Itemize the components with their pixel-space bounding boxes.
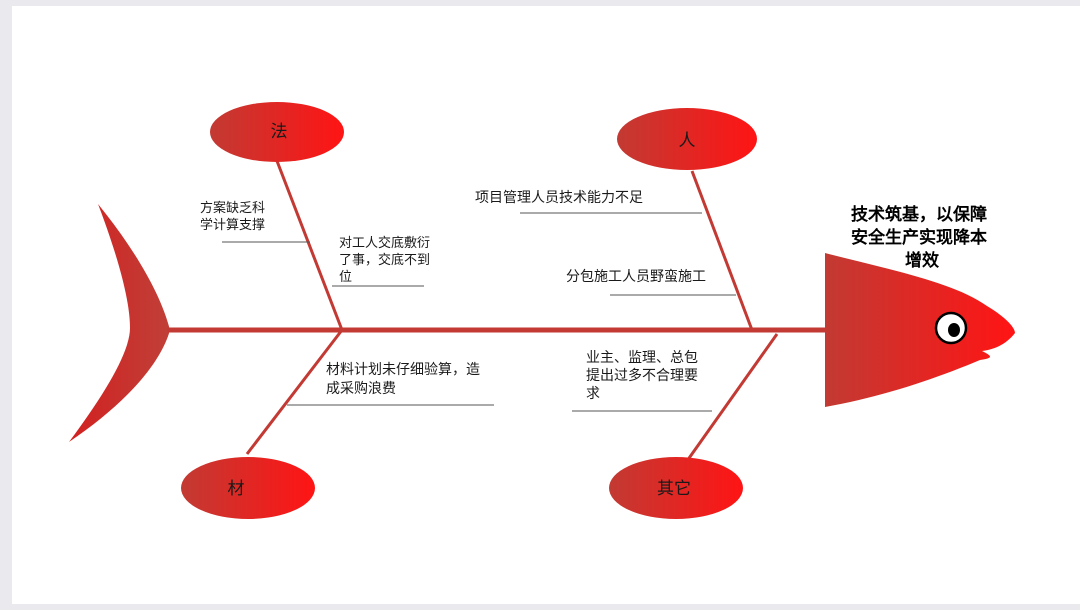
fishbone-diagram: 法 人 材 其它 方案缺乏科 学计算支撑 对工人交底敷衍 了事，交底不到 位 项… (69, 102, 1015, 519)
category-label-qita: 其它 (657, 479, 691, 499)
category-label-cai: 材 (228, 479, 245, 499)
category-ellipse-cai (181, 457, 315, 519)
bone-fa (275, 160, 344, 331)
fish-head (825, 253, 1015, 407)
cause-cai-1: 材料计划未仔细验算，造 成采购浪费 (326, 362, 484, 397)
cause-fa-2: 对工人交底敷衍 了事，交底不到 位 (339, 235, 434, 285)
bone-cai (245, 329, 344, 455)
fish-pupil (948, 323, 960, 337)
category-ellipse-ren (617, 108, 757, 170)
bone-ren (690, 170, 754, 331)
bone-qita (685, 333, 779, 462)
category-label-ren: 人 (679, 131, 696, 151)
slide-canvas: 法 人 材 其它 方案缺乏科 学计算支撑 对工人交底敷衍 了事，交底不到 位 项… (12, 6, 1080, 604)
cause-ren-2: 分包施工人员野蛮施工 (566, 268, 706, 285)
cause-ren-1: 项目管理人员技术能力不足 (475, 190, 643, 206)
cause-qita-1: 业主、监理、总包 提出过多不合理要 求 (586, 350, 702, 402)
category-ellipse-fa (210, 102, 344, 162)
category-label-fa: 法 (271, 122, 288, 142)
category-ellipse-qita (609, 457, 743, 519)
effect-title: 技术筑基，以保障 安全生产实现降本 增效 (851, 204, 993, 271)
cause-fa-1: 方案缺乏科 学计算支撑 (200, 200, 269, 233)
fish-tail (69, 204, 170, 442)
